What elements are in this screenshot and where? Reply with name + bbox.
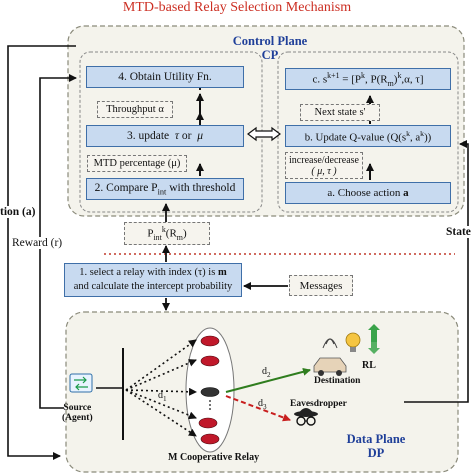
messages-label: Messages xyxy=(299,279,343,292)
choose-action-label: a. Choose action a xyxy=(327,187,409,199)
pint-label: Pintk(Rm) xyxy=(147,225,187,242)
destination-car-icon xyxy=(313,338,347,376)
rl-arrows-icon xyxy=(368,324,380,354)
throughput-label: Throughput α xyxy=(106,104,164,115)
state-label-outer: State xyxy=(446,226,471,238)
eavesdropper-icon xyxy=(294,408,318,426)
q-update-box: b. Update Q-value (Q(sk, ak)) xyxy=(285,125,451,147)
action-label: tion (a) xyxy=(0,206,36,218)
messages-box: Messages xyxy=(289,275,353,296)
exchange-arrow xyxy=(247,126,281,142)
source-icon xyxy=(69,373,93,393)
diagram-title: MTD-based Relay Selection Mechanism xyxy=(122,0,352,15)
link-d2 xyxy=(225,367,311,393)
compare-label: 2. Compare Pint with threshold xyxy=(94,181,236,197)
rl-bulb-icon xyxy=(345,332,361,352)
update-label: 3. update τ or μ xyxy=(126,130,204,142)
select-relay-line2: and calculate the intercept probability xyxy=(73,281,233,292)
control-plane-title: Control Plane CP xyxy=(230,34,310,62)
increase-decrease-line1: increase/decrease xyxy=(289,154,359,166)
state-box: c. sk+1 = [Pk, P(Rm)k,α, τ] xyxy=(285,68,451,90)
data-plane-region xyxy=(65,311,459,473)
d2-label: d2 xyxy=(262,366,271,379)
choose-action-box: a. Choose action a xyxy=(285,182,451,204)
increase-decrease-line2: ( μ, τ ) xyxy=(311,165,337,177)
eavesdropper-label: Eavesdropper xyxy=(290,399,347,409)
mtd-percentage-label: MTD percentage (μ) xyxy=(93,158,181,169)
control-plane-title-line2: CP xyxy=(261,48,279,62)
update-box: 3. update τ or μ xyxy=(86,125,244,147)
source-label: Source (Agent) xyxy=(62,403,93,423)
state-label: c. sk+1 = [Pk, P(Rm)k,α, τ] xyxy=(312,70,424,88)
select-relay-box: 1. select a relay with index (τ) is m an… xyxy=(64,263,242,297)
mtd-percentage-box: MTD percentage (μ) xyxy=(87,155,187,172)
reward-label: Reward (r) xyxy=(12,237,63,249)
next-state-box: Next state s' xyxy=(300,104,380,121)
obtain-utility-label: 4. Obtain Utility Fn. xyxy=(118,71,212,83)
d1-label: d1 xyxy=(158,390,167,403)
data-plane-title-line1: Data Plane xyxy=(346,432,406,446)
relay-label: M Cooperative Relay xyxy=(168,452,260,463)
select-relay-line1: 1. select a relay with index (τ) is m xyxy=(79,267,227,278)
control-plane-title-line1: Control Plane xyxy=(232,34,308,48)
link-d3 xyxy=(225,395,291,422)
throughput-box: Throughput α xyxy=(97,101,173,118)
d3-label: d3 xyxy=(258,398,267,411)
pint-box: Pintk(Rm) xyxy=(124,222,210,245)
rl-label: RL xyxy=(362,360,376,371)
increase-decrease-box: increase/decrease ( μ, τ ) xyxy=(285,152,363,179)
data-plane-title: Data Plane DP xyxy=(326,432,426,460)
relay-car xyxy=(198,335,220,445)
q-update-label: b. Update Q-value (Q(sk, ak)) xyxy=(304,128,432,144)
compare-box: 2. Compare Pint with threshold xyxy=(86,178,244,200)
obtain-utility-box: 4. Obtain Utility Fn. xyxy=(86,66,244,88)
data-plane-title-line2: DP xyxy=(367,446,385,460)
relay-car-selected xyxy=(200,387,220,397)
next-state-label: Next state s' xyxy=(314,107,366,118)
destination-label: Destination xyxy=(314,376,361,386)
